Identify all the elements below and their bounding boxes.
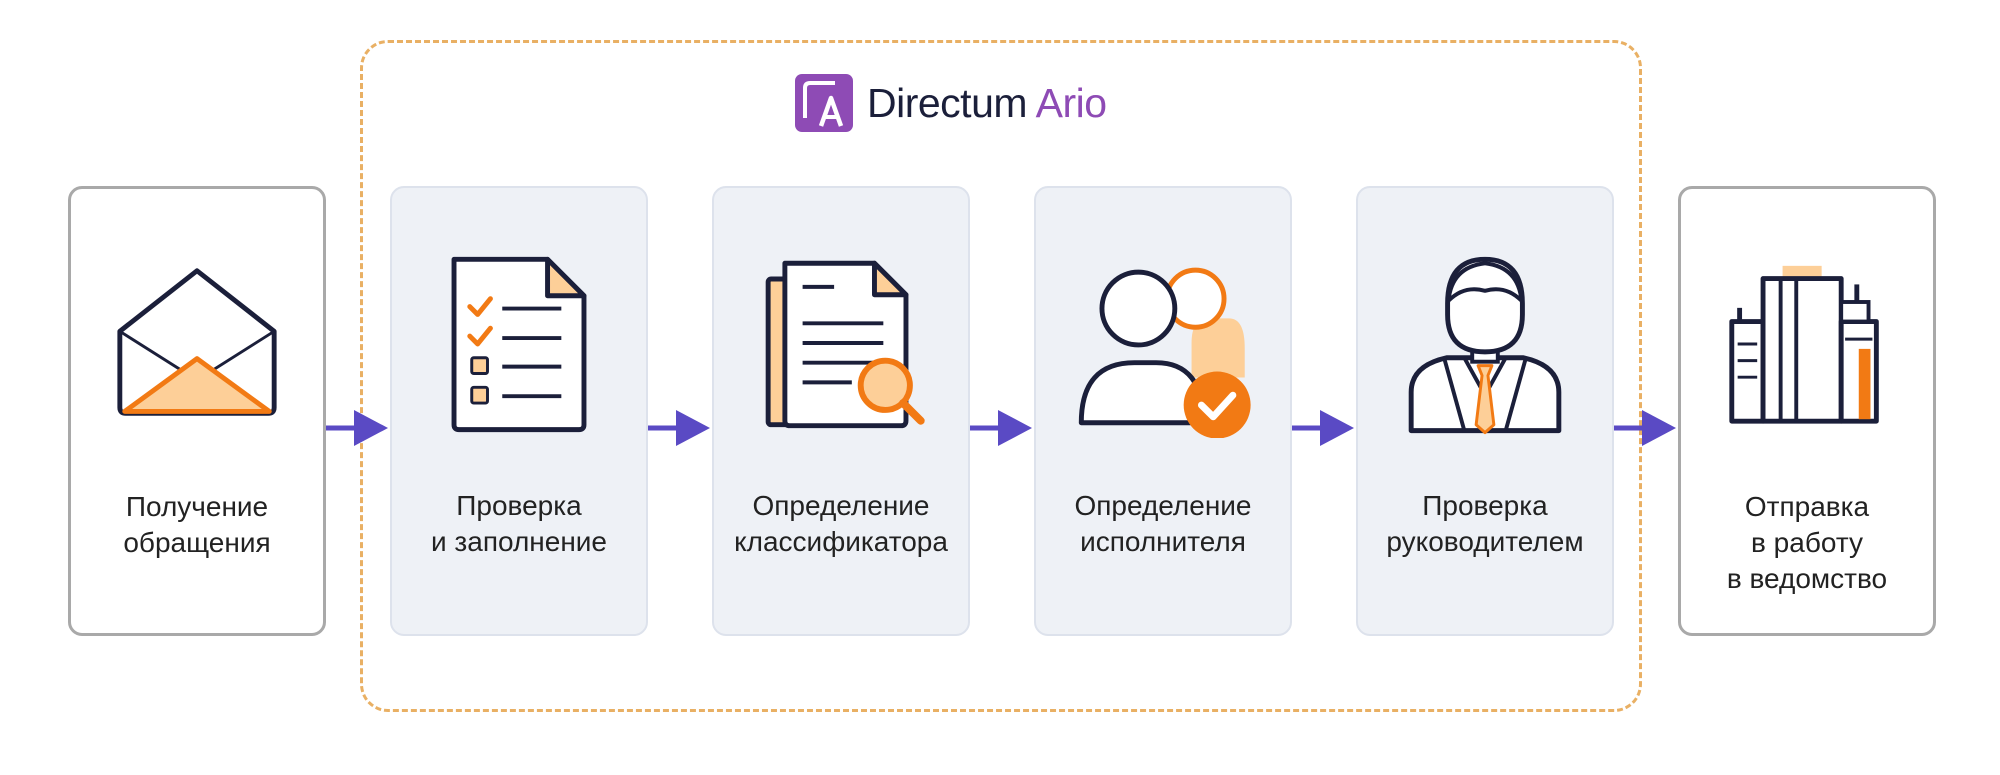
brand-name: Directum — [867, 79, 1028, 126]
step-receive: Получение обращения — [68, 186, 326, 636]
directum-ario-logo: Directum Ario — [795, 72, 1107, 134]
step-check: Проверка и заполнение — [390, 186, 648, 636]
flow-arrow — [970, 410, 1032, 446]
step-review: Проверка руководителем — [1356, 186, 1614, 636]
buildings-icon — [1729, 265, 1879, 424]
document-search-icon — [765, 260, 925, 429]
flow-arrow — [1292, 410, 1354, 446]
step-label: Определение исполнителя — [1074, 490, 1252, 557]
step-label: Отправка в работу в ведомство — [1726, 491, 1888, 594]
checklist-icon — [451, 256, 587, 433]
users-check-icon — [1078, 267, 1251, 438]
step-label: Проверка и заполнение — [431, 490, 607, 557]
flow-arrow — [1614, 410, 1676, 446]
envelope-icon — [117, 268, 277, 416]
step-label: Определение классификатора — [734, 490, 948, 557]
step-label: Проверка руководителем — [1386, 490, 1584, 557]
brand-accent: Ario — [1035, 79, 1107, 126]
flow-arrow — [648, 410, 710, 446]
manager-icon — [1408, 256, 1562, 435]
step-assign: Определение исполнителя — [1034, 186, 1292, 636]
flow-arrow — [326, 410, 388, 446]
step-classify: Определение классификатора — [712, 186, 970, 636]
step-send: Отправка в работу в ведомство — [1678, 186, 1936, 636]
directum-ario-scope-frame — [360, 40, 1642, 712]
step-label: Получение обращения — [123, 491, 271, 558]
directum-logo-icon — [795, 74, 853, 132]
